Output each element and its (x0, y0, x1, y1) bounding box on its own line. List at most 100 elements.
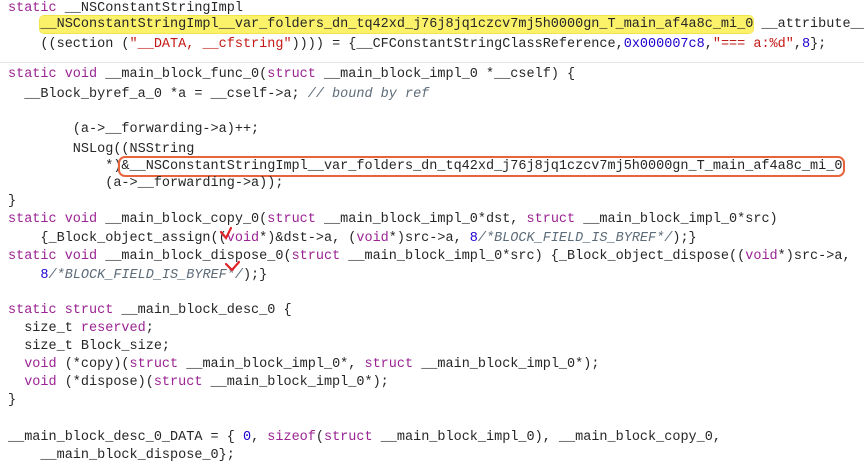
keyword-token: struct (526, 212, 576, 227)
code-token: size_t Block_size; (8, 339, 171, 354)
code-token: (*copy)( (56, 357, 130, 372)
code-token: )))) = {__CFConstantStringClassReference… (291, 37, 624, 52)
code-token: __main_block_impl_0*); (202, 375, 389, 390)
code-line: (a->__forwarding->a)); (8, 175, 283, 193)
code-line: static void __main_block_func_0(struct _… (8, 66, 575, 84)
code-token: __attribute__ (753, 17, 864, 32)
code-token (8, 268, 40, 283)
keyword-token: struct (267, 67, 316, 82)
boxed-symbol: &__NSConstantStringImpl__var_folders_dn_… (118, 156, 846, 177)
code-token: *)&dst->a, ( (259, 231, 357, 246)
keyword-token: reserved (80, 321, 146, 336)
code-token: ; (145, 321, 154, 336)
code-line: size_t reserved; (8, 320, 154, 338)
keyword-token: static void (8, 212, 98, 227)
code-token: *)src->a, (388, 231, 470, 246)
code-token: );} (672, 231, 697, 246)
code-token: {_Block_object_assign(( (8, 231, 227, 246)
code-line: } (8, 392, 16, 410)
code-token: __main_block_impl_0*dst, (315, 212, 527, 227)
string-token: "=== a:%d" (712, 37, 794, 52)
keyword-token: void (24, 375, 57, 390)
keyword-token: void (226, 231, 260, 246)
code-line: void (*copy)(struct __main_block_impl_0*… (8, 356, 599, 374)
keyword-token: static void (8, 249, 98, 264)
keyword-token: sizeof (267, 430, 316, 445)
code-token: ( (315, 430, 324, 445)
code-token (8, 357, 24, 372)
number-token: 8 (801, 37, 811, 52)
code-token: } (8, 393, 17, 408)
string-token: "__DATA, __cfstring" (129, 37, 292, 52)
code-token: __main_block_impl_0*); (413, 357, 600, 372)
number-token: 8 (40, 268, 49, 283)
comment-token: /*BLOCK_FIELD_IS_BYREF*/ (477, 231, 673, 246)
code-token: __main_block_desc_0_DATA = { (8, 430, 243, 445)
keyword-token: struct (364, 357, 414, 372)
code-token: __NSConstantStringImpl (56, 1, 243, 16)
code-line: static struct __main_block_desc_0 { (8, 302, 292, 320)
code-token: __main_block_impl_0 *__cself) { (315, 67, 576, 82)
comment-token: // bound by ref (307, 87, 430, 102)
code-line: NSLog((NSString (8, 141, 195, 159)
keyword-token: static void (8, 67, 98, 82)
code-token: (a->__forwarding->a)); (8, 176, 284, 191)
code-token: } (8, 194, 17, 209)
code-line: static __NSConstantStringImpl (8, 0, 243, 18)
keyword-token: struct (129, 357, 179, 372)
keyword-token: void (745, 249, 778, 264)
code-token: (*dispose)( (56, 375, 154, 390)
keyword-token: static (8, 1, 57, 16)
highlighted-symbol: __NSConstantStringImpl__var_folders_dn_t… (40, 16, 754, 33)
code-token: __main_block_impl_0*src) {_Block_object_… (340, 249, 746, 264)
code-token: }; (810, 37, 827, 52)
code-token: , (704, 37, 713, 52)
code-line: __main_block_desc_0_DATA = { 0, sizeof(s… (8, 429, 721, 447)
code-line: ((section ("__DATA, __cfstring")))) = {_… (8, 36, 826, 54)
keyword-token: void (24, 357, 57, 372)
code-token (8, 17, 40, 32)
code-line: __main_block_dispose_0}; (8, 447, 235, 465)
keyword-token: struct (153, 375, 203, 390)
code-token: *)src->a, (777, 249, 851, 264)
keyword-token: struct (267, 212, 316, 227)
code-token: __main_block_impl_0*src) (575, 212, 778, 227)
code-line: __Block_byref_a_0 *a = __cself->a; // bo… (8, 86, 429, 104)
code-line: __NSConstantStringImpl__var_folders_dn_t… (8, 16, 864, 34)
code-line: *)&__NSConstantStringImpl__var_folders_d… (8, 156, 846, 177)
code-token: ((section ( (8, 37, 130, 52)
code-line: (a->__forwarding->a)++; (8, 121, 259, 139)
snippet-divider (0, 62, 864, 63)
code-line: {_Block_object_assign((void*)&dst->a, (v… (8, 230, 697, 248)
code-token: __main_block_func_0( (97, 67, 268, 82)
code-token: , (793, 37, 802, 52)
number-token: 8 (469, 231, 478, 246)
code-token: );} (242, 268, 268, 283)
keyword-token: struct (291, 249, 341, 264)
code-token: __main_block_desc_0 { (113, 303, 292, 318)
code-token: NSLog((NSString (8, 142, 195, 157)
code-token: *) (8, 159, 122, 174)
code-line: void (*dispose)(struct __main_block_impl… (8, 374, 389, 392)
keyword-token: void (356, 231, 389, 246)
code-line: size_t Block_size; (8, 338, 170, 356)
code-line: } (8, 193, 16, 211)
code-token: size_t (8, 321, 81, 336)
number-token: 0x000007c8 (623, 37, 705, 52)
code-token: __main_block_impl_0), __main_block_copy_… (372, 430, 721, 445)
code-token: __main_block_copy_0( (97, 212, 268, 227)
code-line: 8/*BLOCK_FIELD_IS_BYREF*/);} (8, 267, 267, 285)
code-line: static void __main_block_copy_0(struct _… (8, 211, 778, 229)
code-token: __main_block_dispose_0( (97, 249, 292, 264)
code-token: (a->__forwarding->a)++; (8, 122, 260, 137)
comment-token: /*BLOCK_FIELD_IS_BYREF*/ (48, 268, 243, 283)
code-token: __main_block_impl_0*, (178, 357, 365, 372)
code-token: , (251, 430, 268, 445)
keyword-token: static struct (8, 303, 114, 318)
code-token (8, 375, 24, 390)
code-token: __Block_byref_a_0 *a = __cself->a; (8, 87, 308, 102)
code-token: __main_block_dispose_0}; (8, 448, 235, 463)
number-token: 0 (242, 430, 252, 445)
keyword-token: struct (323, 430, 373, 445)
